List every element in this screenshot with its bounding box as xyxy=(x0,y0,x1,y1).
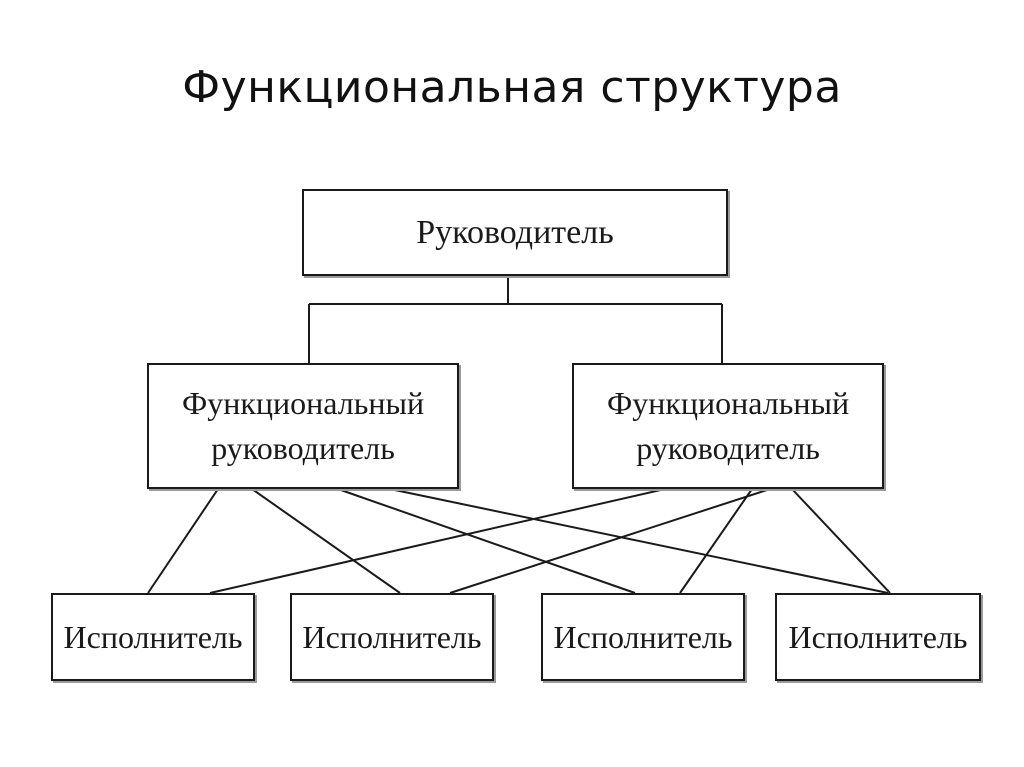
slide-title: Функциональная структура xyxy=(182,62,842,113)
executor-3-label: Исполнитель xyxy=(553,618,733,655)
functional-manager-2-line2: руководитель xyxy=(636,430,820,466)
connector-fm2-exec2 xyxy=(449,488,771,594)
executor-box-4: Исполнитель xyxy=(775,593,981,681)
functional-manager-box-2: Функциональный руководитель xyxy=(572,363,884,489)
executor-1-label: Исполнитель xyxy=(63,618,243,655)
connector-fm1-exec2 xyxy=(251,488,401,594)
executor-box-2: Исполнитель xyxy=(290,593,494,681)
connector-fm2-exec4 xyxy=(791,488,891,594)
executor-4-label: Исполнитель xyxy=(788,618,968,655)
connector-fm1-exec3 xyxy=(337,488,636,594)
executor-box-3: Исполнитель xyxy=(541,593,745,681)
functional-manager-box-1: Функциональный руководитель xyxy=(147,363,459,489)
functional-manager-2-line1: Функциональный xyxy=(606,385,850,422)
connector-fm2-exec3 xyxy=(679,488,753,594)
head-box: Руководитель xyxy=(302,189,728,276)
connector-fm1-exec1 xyxy=(147,488,219,594)
executor-box-1: Исполнитель xyxy=(51,593,255,681)
connector-fm1-exec4 xyxy=(389,488,889,594)
connector-fm2-exec1 xyxy=(209,488,666,594)
head-label: Руководитель xyxy=(416,213,614,251)
executor-2-label: Исполнитель xyxy=(302,618,482,655)
functional-manager-1-line1: Функциональный xyxy=(181,385,425,422)
functional-manager-1-line2: руководитель xyxy=(211,430,395,466)
